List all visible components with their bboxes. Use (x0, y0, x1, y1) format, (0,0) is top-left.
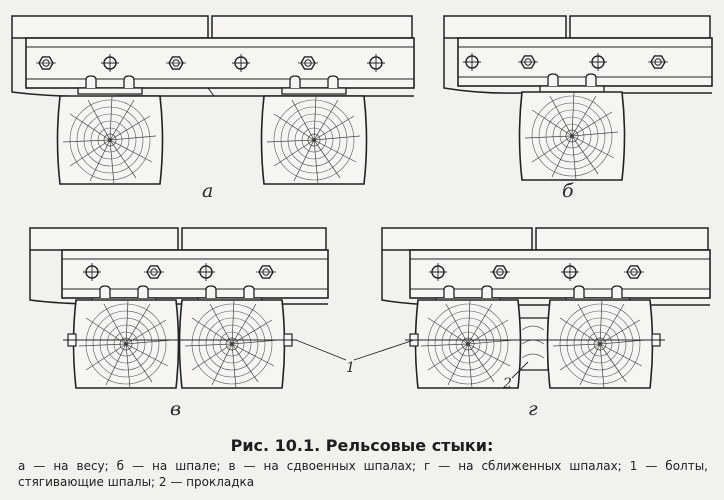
panel-label-a: а (202, 180, 214, 202)
panel-label-g: г (528, 398, 538, 420)
panel-label-v: в (170, 398, 182, 420)
spacer-block (517, 317, 549, 371)
figure-caption-title: Рис. 10.1. Рельсовые стыки: (230, 436, 494, 455)
panel-label-b: б (562, 180, 574, 202)
panel-b-drawing (443, 15, 713, 94)
panel-g-drawing (381, 227, 711, 306)
figure-caption-legend: а — на весу; б — на шпале; в — на сдвоен… (18, 459, 708, 489)
panel-v-drawing (29, 227, 329, 305)
rail-joints-drawing (11, 15, 713, 389)
callout-bolts: 1 (346, 360, 355, 376)
callout-spacer: 2 (503, 376, 512, 392)
callout-leaders (295, 339, 529, 379)
panel-a-drawing (11, 15, 415, 98)
